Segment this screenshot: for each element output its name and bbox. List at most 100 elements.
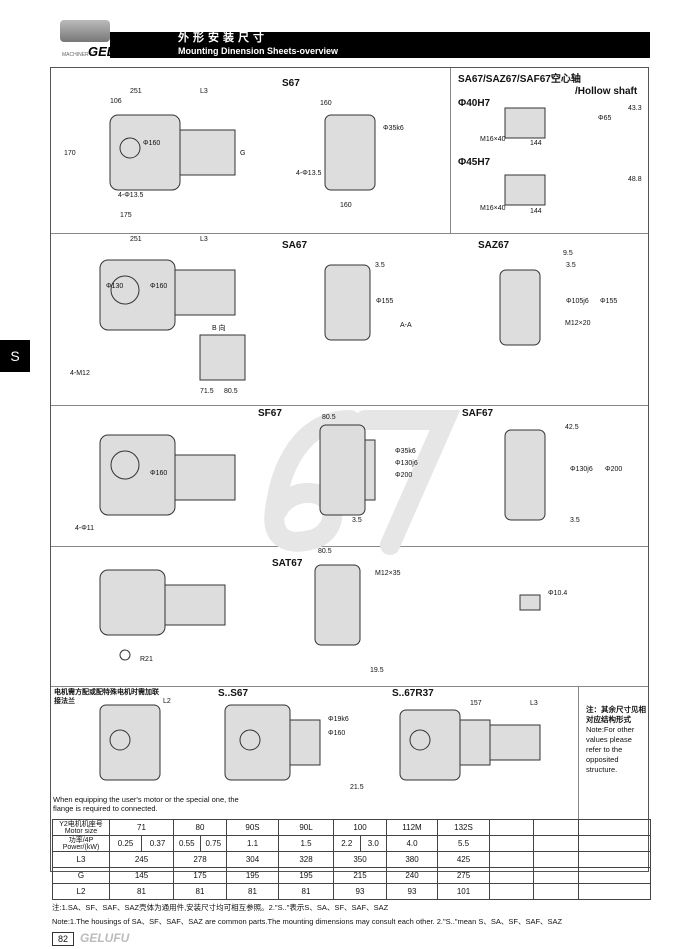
dim: Φ200	[605, 466, 623, 473]
divider	[51, 686, 648, 687]
hollow-d45: Φ45H7	[458, 157, 491, 168]
gearbox-ss67	[224, 704, 291, 781]
cell: 195	[226, 867, 279, 884]
cell: 93	[386, 883, 438, 900]
cell: 1.5	[278, 835, 334, 852]
dim: 43.3	[628, 105, 642, 112]
gearbox-b-view	[199, 334, 246, 381]
dim: Φ160	[150, 470, 168, 477]
cell: 3.0	[359, 835, 387, 852]
row-label: G	[52, 867, 110, 884]
hollow-shaft-45	[504, 174, 546, 206]
dim: Φ160	[150, 283, 168, 290]
dim: R21	[140, 656, 153, 663]
dim: 3.5	[570, 517, 580, 524]
cell	[489, 819, 534, 836]
dim: 71.5	[200, 388, 214, 395]
divider	[450, 68, 451, 233]
flange-note-cn: 电机需方配或配特殊电机时需加联接法兰	[54, 689, 159, 705]
gearbox-sa67-side	[324, 264, 371, 341]
gearbox-sf67-side	[319, 424, 366, 516]
dim: M12×20	[565, 320, 591, 327]
dim: 4-Φ13.5	[118, 192, 144, 199]
dim: 160	[340, 202, 352, 209]
sa67-title: SA67	[282, 240, 308, 251]
cell: 101	[437, 883, 490, 900]
dim: Φ155	[600, 298, 618, 305]
hollow-shaft-40	[504, 107, 546, 139]
cell: 81	[226, 883, 279, 900]
dim: G	[240, 150, 246, 157]
cell	[578, 819, 651, 836]
cell: 5.5	[437, 835, 490, 852]
row-label: L2	[52, 883, 110, 900]
gearbox-saf67-side	[504, 429, 546, 521]
dim: M16×40	[480, 136, 506, 143]
dim: 106	[110, 98, 122, 105]
saf67-title: SAF67	[462, 408, 494, 419]
flange	[364, 439, 376, 501]
divider	[51, 233, 648, 234]
dim: 80.5	[224, 388, 238, 395]
cell: 328	[278, 851, 334, 868]
ss67-title: S..S67	[218, 688, 249, 699]
cell: 145	[109, 867, 174, 884]
title-cn: 外形安装尺寸	[178, 32, 268, 44]
motor	[164, 584, 226, 626]
cell: 4.0	[386, 835, 438, 852]
dim: M12×35	[375, 570, 401, 577]
dim: Φ160	[143, 140, 161, 147]
motor	[179, 129, 236, 176]
cell: 380	[386, 851, 438, 868]
torque-arm-bushing	[519, 594, 541, 611]
page-number: 82	[52, 932, 74, 946]
dim: Φ10.4	[548, 590, 568, 597]
dim: L3	[200, 236, 208, 243]
hollow-d40: Φ40H7	[458, 98, 491, 109]
gearbox-s67-front	[109, 114, 181, 191]
gearbox-s67-side	[324, 114, 376, 191]
dim: Φ160	[328, 730, 346, 737]
dim: L2	[163, 698, 171, 705]
dim: 80.5	[322, 414, 336, 421]
divider	[51, 405, 648, 406]
s67r37-title: S..67R37	[392, 688, 434, 699]
dim: 9.5	[563, 250, 573, 257]
dim: 4-Φ13.5	[296, 170, 322, 177]
cell: 93	[333, 883, 387, 900]
cell	[533, 819, 579, 836]
cell: 215	[333, 867, 387, 884]
cell: 132S	[437, 819, 490, 836]
hollow-subtitle: /Hollow shaft	[575, 86, 638, 97]
cell: 90L	[278, 819, 334, 836]
dim: 251	[130, 88, 142, 95]
gearbox-sa67-front	[99, 259, 176, 331]
dim: L3	[200, 88, 208, 95]
gearbox-sat67-side	[314, 564, 361, 646]
cell: 275	[437, 867, 490, 884]
dim: 144	[530, 140, 542, 147]
s67-title: S67	[282, 78, 300, 89]
title-en: Mounting Dinension Sheets-overview	[178, 46, 339, 56]
dim: Φ19k6	[328, 716, 349, 723]
motor	[174, 269, 236, 316]
motor	[489, 724, 541, 761]
gearbox-logo-image	[60, 20, 110, 42]
dim: 170	[64, 150, 76, 157]
footer-brand: GELUFU	[80, 931, 130, 945]
cell: 175	[173, 867, 227, 884]
cell: 245	[109, 851, 174, 868]
dim: A-A	[400, 322, 412, 329]
dim: 19.5	[370, 667, 384, 674]
dim: Φ200	[395, 472, 413, 479]
dim: 144	[530, 208, 542, 215]
gearbox-s67r37	[399, 709, 461, 781]
flange-note-en: When equipping the user's motor or the s…	[53, 795, 239, 813]
dim: Φ155	[376, 298, 394, 305]
dim: 157	[470, 700, 482, 707]
side-note-cn: 注：其余尺寸见相对应结构形式	[586, 705, 646, 724]
